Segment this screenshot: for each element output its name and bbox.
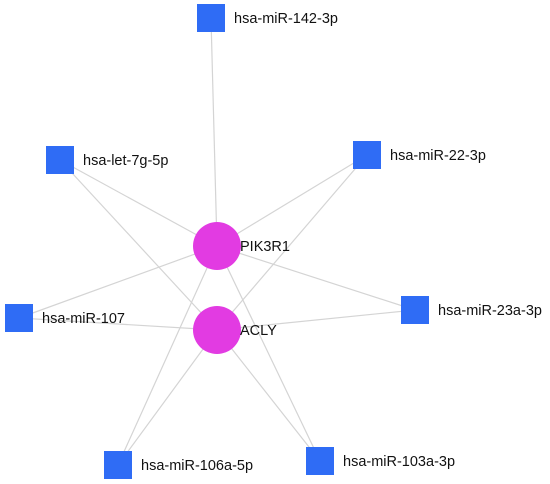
mirna-square-marker	[197, 4, 225, 32]
edge-acly-mir23a	[216, 309, 416, 331]
mirna-node-mir107[interactable]: hsa-miR-107	[5, 304, 125, 332]
edge-pik3r1-mir23a	[216, 245, 416, 311]
gene-circle-marker	[193, 222, 241, 270]
gene-node-pik3r1[interactable]: PIK3R1	[193, 222, 290, 270]
gene-node-acly[interactable]: ACLY	[193, 306, 277, 354]
edge-pik3r1-mir103a	[216, 245, 321, 462]
mirna-square-marker	[46, 146, 74, 174]
edge-acly-mir22	[216, 154, 368, 331]
mirna-label: hsa-miR-23a-3p	[438, 303, 542, 319]
mirna-node-let7g[interactable]: hsa-let-7g-5p	[46, 146, 168, 174]
mirna-label: hsa-miR-107	[42, 311, 125, 327]
mirna-node-mir23a[interactable]: hsa-miR-23a-3p	[401, 296, 542, 324]
gene-label: ACLY	[240, 323, 277, 339]
mirna-label: hsa-miR-106a-5p	[141, 458, 253, 474]
mirna-node-mir103a[interactable]: hsa-miR-103a-3p	[306, 447, 455, 475]
edge-pik3r1-mir142	[210, 17, 218, 247]
edge-acly-mir107	[18, 317, 218, 331]
mirna-label: hsa-miR-142-3p	[234, 11, 338, 27]
mirna-node-mir106a[interactable]: hsa-miR-106a-5p	[104, 451, 253, 479]
mirna-label: hsa-miR-103a-3p	[343, 454, 455, 470]
gene-label: PIK3R1	[240, 239, 290, 255]
mirna-square-marker	[353, 141, 381, 169]
edge-pik3r1-mir106a	[117, 245, 218, 466]
edge-acly-mir103a	[216, 329, 321, 462]
mirna-square-marker	[401, 296, 429, 324]
gene-circle-marker	[193, 306, 241, 354]
edge-pik3r1-mir22	[216, 154, 368, 247]
mirna-square-marker	[5, 304, 33, 332]
edge-pik3r1-mir107	[18, 245, 218, 319]
mirna-label: hsa-let-7g-5p	[83, 153, 168, 169]
nodes-layer: hsa-miR-142-3p hsa-let-7g-5p hsa-miR-22-3p…	[5, 4, 542, 479]
edges-layer	[18, 17, 416, 466]
mirna-node-mir22[interactable]: hsa-miR-22-3p	[353, 141, 486, 169]
edge-acly-mir106a	[117, 329, 218, 466]
mirna-label: hsa-miR-22-3p	[390, 148, 486, 164]
mirna-square-marker	[104, 451, 132, 479]
edge-acly-let7g	[59, 159, 218, 331]
mirna-node-mir142[interactable]: hsa-miR-142-3p	[197, 4, 338, 32]
mirna-square-marker	[306, 447, 334, 475]
edge-pik3r1-let7g	[59, 159, 218, 247]
